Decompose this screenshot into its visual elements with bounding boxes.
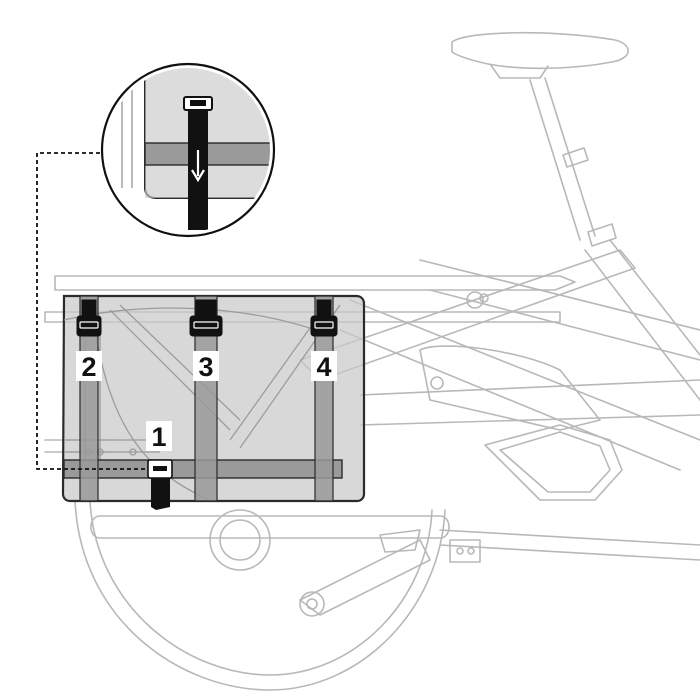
seat-post bbox=[529, 77, 596, 241]
label-1-text: 1 bbox=[151, 422, 166, 452]
magnifier-circle-icon bbox=[100, 62, 276, 238]
bike-outline bbox=[44, 31, 700, 691]
saddle-rails bbox=[489, 63, 549, 79]
rack-side-rail bbox=[44, 311, 561, 323]
label-4-text: 4 bbox=[316, 352, 331, 382]
chainstay bbox=[439, 529, 700, 561]
label-2: 2 bbox=[76, 351, 102, 382]
down-tube bbox=[584, 239, 700, 401]
arrow-down-icon bbox=[191, 150, 205, 183]
label-2-text: 2 bbox=[81, 352, 96, 382]
battery-box bbox=[484, 424, 623, 501]
saddle bbox=[451, 31, 629, 70]
strap-2-band bbox=[79, 295, 99, 502]
label-3: 3 bbox=[193, 351, 219, 382]
rack-top-rail bbox=[54, 275, 576, 291]
label-3-text: 3 bbox=[198, 352, 213, 382]
pannier-bag bbox=[61, 294, 366, 510]
rear-wheel bbox=[74, 499, 446, 691]
buckle-1 bbox=[147, 459, 173, 510]
label-1: 1 bbox=[146, 421, 172, 452]
brake-disc bbox=[209, 509, 271, 571]
kickstand bbox=[299, 539, 431, 616]
lower-frame bbox=[359, 379, 700, 426]
label-4: 4 bbox=[311, 351, 337, 382]
strap-4-band bbox=[314, 295, 334, 502]
strap-1-tail bbox=[151, 478, 170, 510]
strap-3-band bbox=[194, 295, 218, 502]
callout-leader-line bbox=[36, 152, 148, 470]
motor-housing bbox=[419, 345, 601, 431]
